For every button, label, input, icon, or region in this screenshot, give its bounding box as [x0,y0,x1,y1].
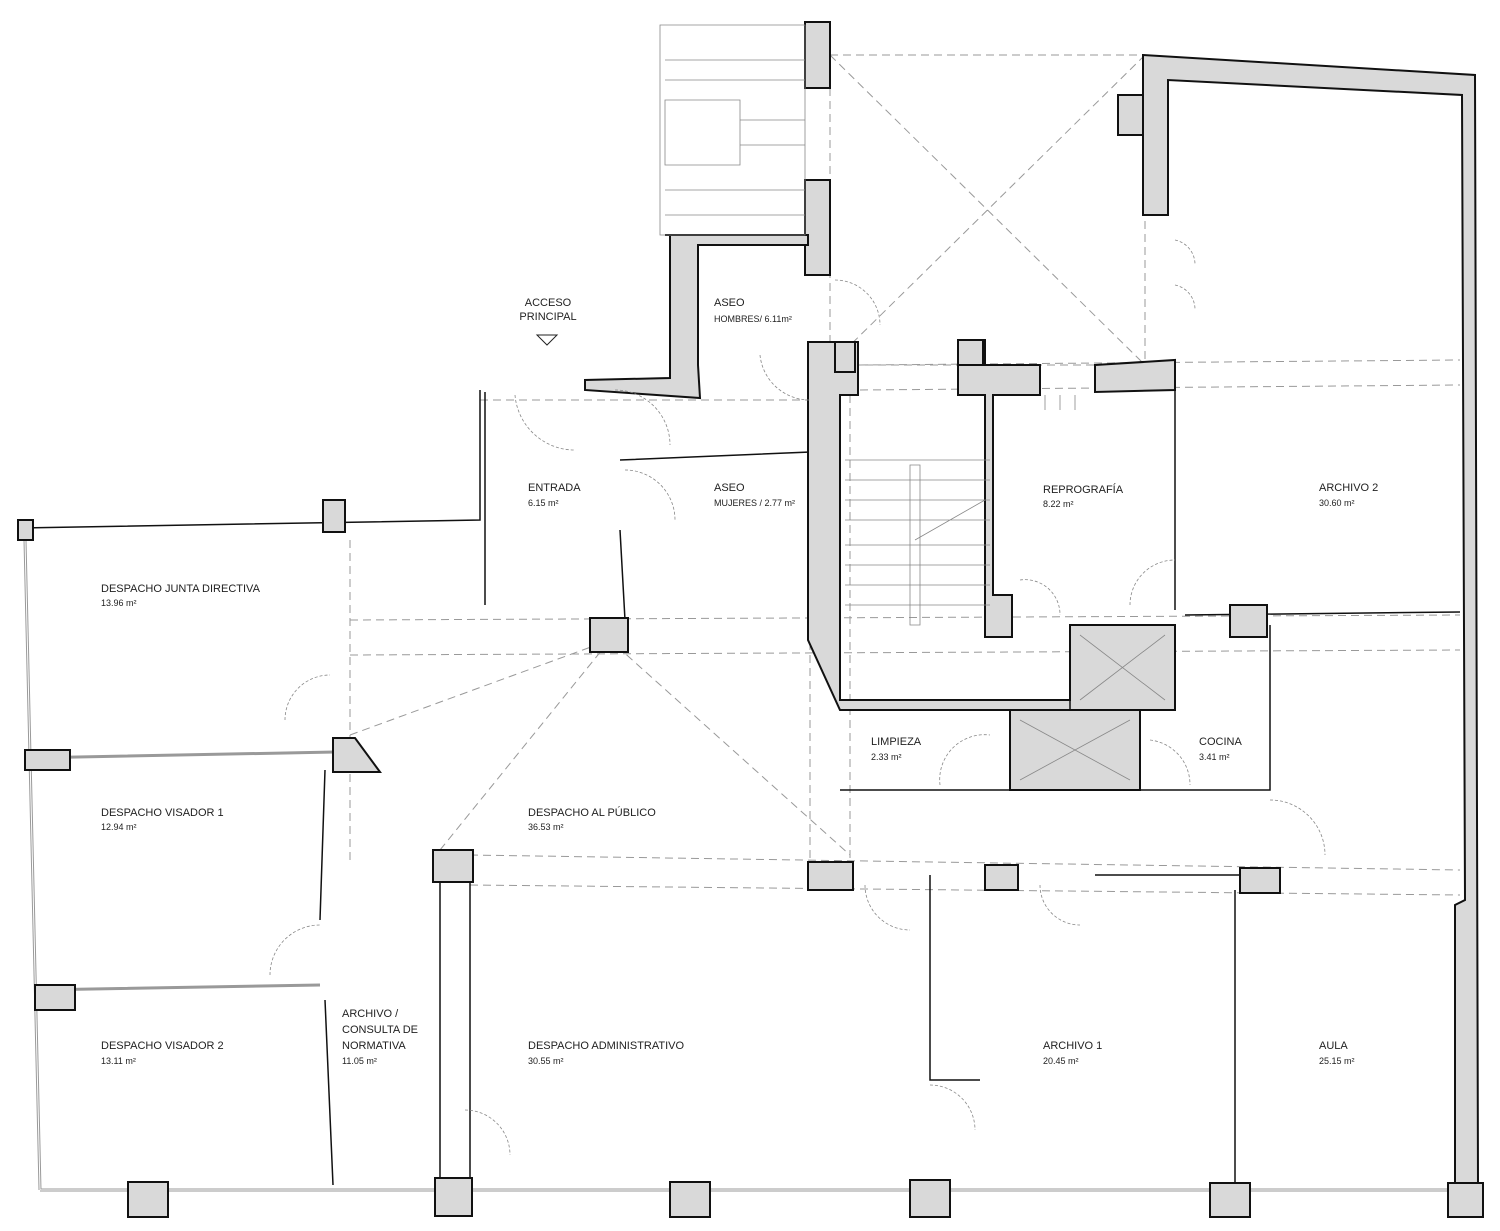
room-aseo-mujeres: ASEO MUJERES / 2.77 m² [714,482,795,508]
room-area: 36.53 m² [528,822,564,832]
room-name: ARCHIVO 2 [1319,482,1378,494]
room-name: DESPACHO VISADOR 2 [101,1040,224,1052]
room-entrada: ENTRADA 6.15 m² [528,482,581,508]
room-name: AULA [1319,1040,1348,1052]
room-name: NORMATIVA [342,1040,406,1052]
room-name: LIMPIEZA [871,736,922,748]
access-label-line1: ACCESO [525,297,572,309]
room-name: COCINA [1199,736,1242,748]
room-aseo-hombres: ASEO HOMBRES/ 6.11m² [714,297,792,324]
room-name: ARCHIVO 1 [1043,1040,1102,1052]
room-archivo-1: ARCHIVO 1 20.45 m² [1043,1040,1102,1066]
room-area: 3.41 m² [1199,752,1230,762]
structural-walls [17,21,1484,1218]
room-archivo-normativa: ARCHIVO / CONSULTA DE NORMATIVA 11.05 m² [342,1008,418,1066]
room-name: ASEO [714,482,745,494]
room-name: ENTRADA [528,482,581,494]
room-name: ARCHIVO / [342,1008,399,1020]
room-name: REPROGRAFÍA [1043,483,1124,496]
room-name: ASEO [714,297,745,309]
room-area: 20.45 m² [1043,1056,1079,1066]
room-name: CONSULTA DE [342,1024,418,1036]
room-area: 30.60 m² [1319,498,1355,508]
room-name: DESPACHO VISADOR 1 [101,807,224,819]
room-archivo-2: ARCHIVO 2 30.60 m² [1319,482,1378,508]
room-area: 11.05 m² [342,1056,377,1066]
room-area: 13.11 m² [101,1056,136,1066]
room-name: DESPACHO AL PÚBLICO [528,806,656,819]
room-area: 12.94 m² [101,822,137,832]
room-area: 30.55 m² [528,1056,564,1066]
room-visador-1: DESPACHO VISADOR 1 12.94 m² [101,807,224,832]
room-area: 6.15 m² [528,498,559,508]
room-area: 13.96 m² [101,598,137,608]
room-area: 25.15 m² [1319,1056,1355,1066]
access-label-line2: PRINCIPAL [519,311,576,323]
room-area: 8.22 m² [1043,499,1074,509]
room-labels: ASEO HOMBRES/ 6.11m² ENTRADA 6.15 m² ASEO M… [101,297,1378,1066]
room-area: MUJERES / 2.77 m² [714,498,795,508]
room-despacho-junta: DESPACHO JUNTA DIRECTIVA 13.96 m² [101,583,261,608]
partition-walls [19,342,1461,1192]
main-access-marker: ACCESO PRINCIPAL [519,297,577,346]
room-area: HOMBRES/ 6.11m² [714,314,792,324]
room-despacho-administrativo: DESPACHO ADMINISTRATIVO 30.55 m² [528,1040,685,1066]
room-limpieza: LIMPIEZA 2.33 m² [871,736,922,762]
entry-arrow-icon [535,334,559,346]
room-visador-2: DESPACHO VISADOR 2 13.11 m² [101,1040,224,1066]
room-name: DESPACHO JUNTA DIRECTIVA [101,583,261,595]
room-cocina: COCINA 3.41 m² [1199,736,1242,762]
room-name: DESPACHO ADMINISTRATIVO [528,1040,685,1052]
room-reprografia: REPROGRAFÍA 8.22 m² [1043,483,1124,509]
doors [269,239,1326,1156]
room-area: 2.33 m² [871,752,902,762]
beam-lines [349,54,1461,896]
room-aula: AULA 25.15 m² [1319,1040,1355,1066]
room-despacho-publico: DESPACHO AL PÚBLICO 36.53 m² [528,806,656,832]
stairs [659,24,1144,626]
